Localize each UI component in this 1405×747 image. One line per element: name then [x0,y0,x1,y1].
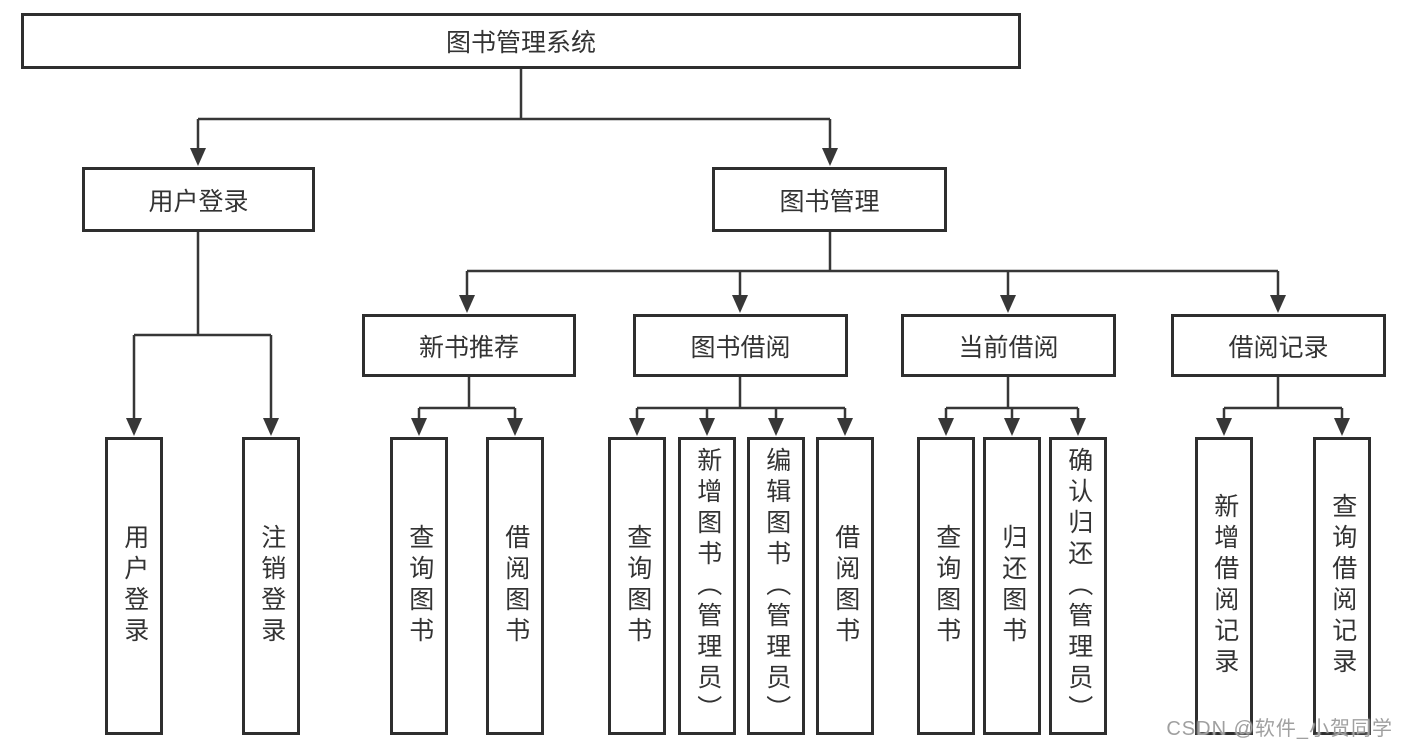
node-book-borrow-label: 图书借阅 [690,333,791,362]
csdn-watermark: CSDN @软件_小贺同学 [1166,718,1393,740]
leaf-newbook-borrow: 借阅图书 [486,437,544,735]
leaf-borrow-borrow: 借阅图书 [816,437,874,735]
leaf-logout-label: 注销登录 [257,524,286,648]
leaf-record-query-label: 查询借阅记录 [1328,493,1357,679]
leaf-borrow-edit-admin-label: 编辑图书（管理员） [762,446,791,726]
leaf-current-confirm-admin-label: 确认归还（管理员） [1064,446,1093,726]
node-book-management-label: 图书管理 [779,187,880,216]
node-root-label: 图书管理系统 [445,29,596,57]
node-user-login-label: 用户登录 [148,187,249,216]
leaf-record-add-label: 新增借阅记录 [1210,493,1239,679]
leaf-newbook-borrow-label: 借阅图书 [501,524,530,648]
leaf-record-add: 新增借阅记录 [1195,437,1253,735]
node-current-borrow: 当前借阅 [901,314,1116,377]
node-book-management: 图书管理 [712,167,947,232]
node-new-book-recommend: 新书推荐 [362,314,576,377]
leaf-user-login-label: 用户登录 [120,524,149,648]
leaf-borrow-edit-admin: 编辑图书（管理员） [747,437,805,735]
leaf-record-query: 查询借阅记录 [1313,437,1371,735]
node-book-borrow: 图书借阅 [633,314,848,377]
leaf-current-return: 归还图书 [983,437,1041,735]
node-borrow-record-label: 借阅记录 [1228,333,1329,362]
node-user-login: 用户登录 [82,167,315,232]
leaf-newbook-query-label: 查询图书 [405,524,434,648]
leaf-borrow-borrow-label: 借阅图书 [831,524,860,648]
leaf-current-confirm-admin: 确认归还（管理员） [1049,437,1107,735]
leaf-logout: 注销登录 [242,437,300,735]
node-current-borrow-label: 当前借阅 [958,333,1059,362]
leaf-newbook-query: 查询图书 [390,437,448,735]
leaf-borrow-query-label: 查询图书 [623,524,652,648]
leaf-current-query: 查询图书 [917,437,975,735]
leaf-user-login: 用户登录 [105,437,163,735]
node-new-book-recommend-label: 新书推荐 [418,333,519,362]
leaf-borrow-add-admin: 新增图书（管理员） [678,437,736,735]
leaf-borrow-query: 查询图书 [608,437,666,735]
node-root: 图书管理系统 [21,13,1021,69]
node-borrow-record: 借阅记录 [1171,314,1386,377]
leaf-borrow-add-admin-label: 新增图书（管理员） [693,446,722,726]
leaf-current-query-label: 查询图书 [932,524,961,648]
leaf-current-return-label: 归还图书 [998,524,1027,648]
